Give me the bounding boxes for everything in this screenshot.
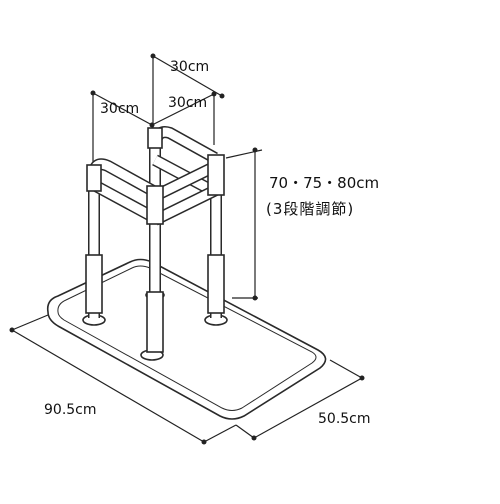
base-width-label: 50.5cm [318, 411, 371, 427]
base-length-label: 90.5cm [44, 402, 97, 418]
top-depth-label: 30cm [170, 59, 210, 75]
top-left-width-label: 30cm [100, 101, 140, 117]
base-plate [46, 258, 327, 420]
dimension-lines [9, 53, 365, 445]
height-adjust-note: (3段階調節) [266, 200, 355, 218]
top-right-width-label: 30cm [168, 95, 208, 111]
height-values-label: 70・75・80cm [269, 174, 380, 192]
handrail-frame [85, 126, 225, 353]
